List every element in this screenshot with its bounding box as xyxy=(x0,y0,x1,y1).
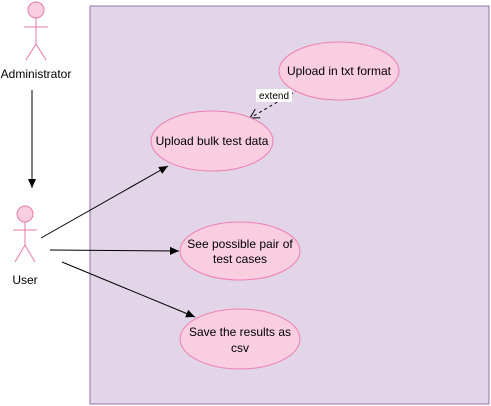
stick-figure-icon xyxy=(13,205,37,263)
usecase-see-pairs-label-line2: test cases xyxy=(213,252,267,266)
actor-administrator-label: Administrator xyxy=(1,67,72,81)
usecase-save-csv-label-line2: csv xyxy=(231,341,249,355)
usecase-see-pairs[interactable]: See possible pair of test cases xyxy=(179,221,301,281)
usecase-upload-txt-label: Upload in txt format xyxy=(287,64,392,78)
assoc-save-csv xyxy=(61,261,196,318)
usecase-upload-bulk[interactable]: Upload bulk test data xyxy=(150,110,274,172)
usecase-see-pairs-label-line1: See possible pair of xyxy=(187,237,293,251)
stick-figure-icon xyxy=(24,1,48,61)
extend-label: extend xyxy=(259,91,289,102)
assoc-see-pairs xyxy=(49,246,180,255)
usecase-save-csv-label-line1: Save the results as xyxy=(189,325,291,339)
usecase-save-csv[interactable]: Save the results as csv xyxy=(179,308,301,370)
assoc-upload-bulk xyxy=(40,165,169,239)
actor-user[interactable]: User xyxy=(12,205,38,287)
extend-label-bg xyxy=(256,89,292,102)
actor-administrator[interactable]: Administrator xyxy=(1,1,72,81)
usecase-upload-txt[interactable]: Upload in txt format xyxy=(278,41,400,101)
usecase-upload-bulk-label: Upload bulk test data xyxy=(156,134,269,148)
actor-user-label: User xyxy=(12,273,37,287)
